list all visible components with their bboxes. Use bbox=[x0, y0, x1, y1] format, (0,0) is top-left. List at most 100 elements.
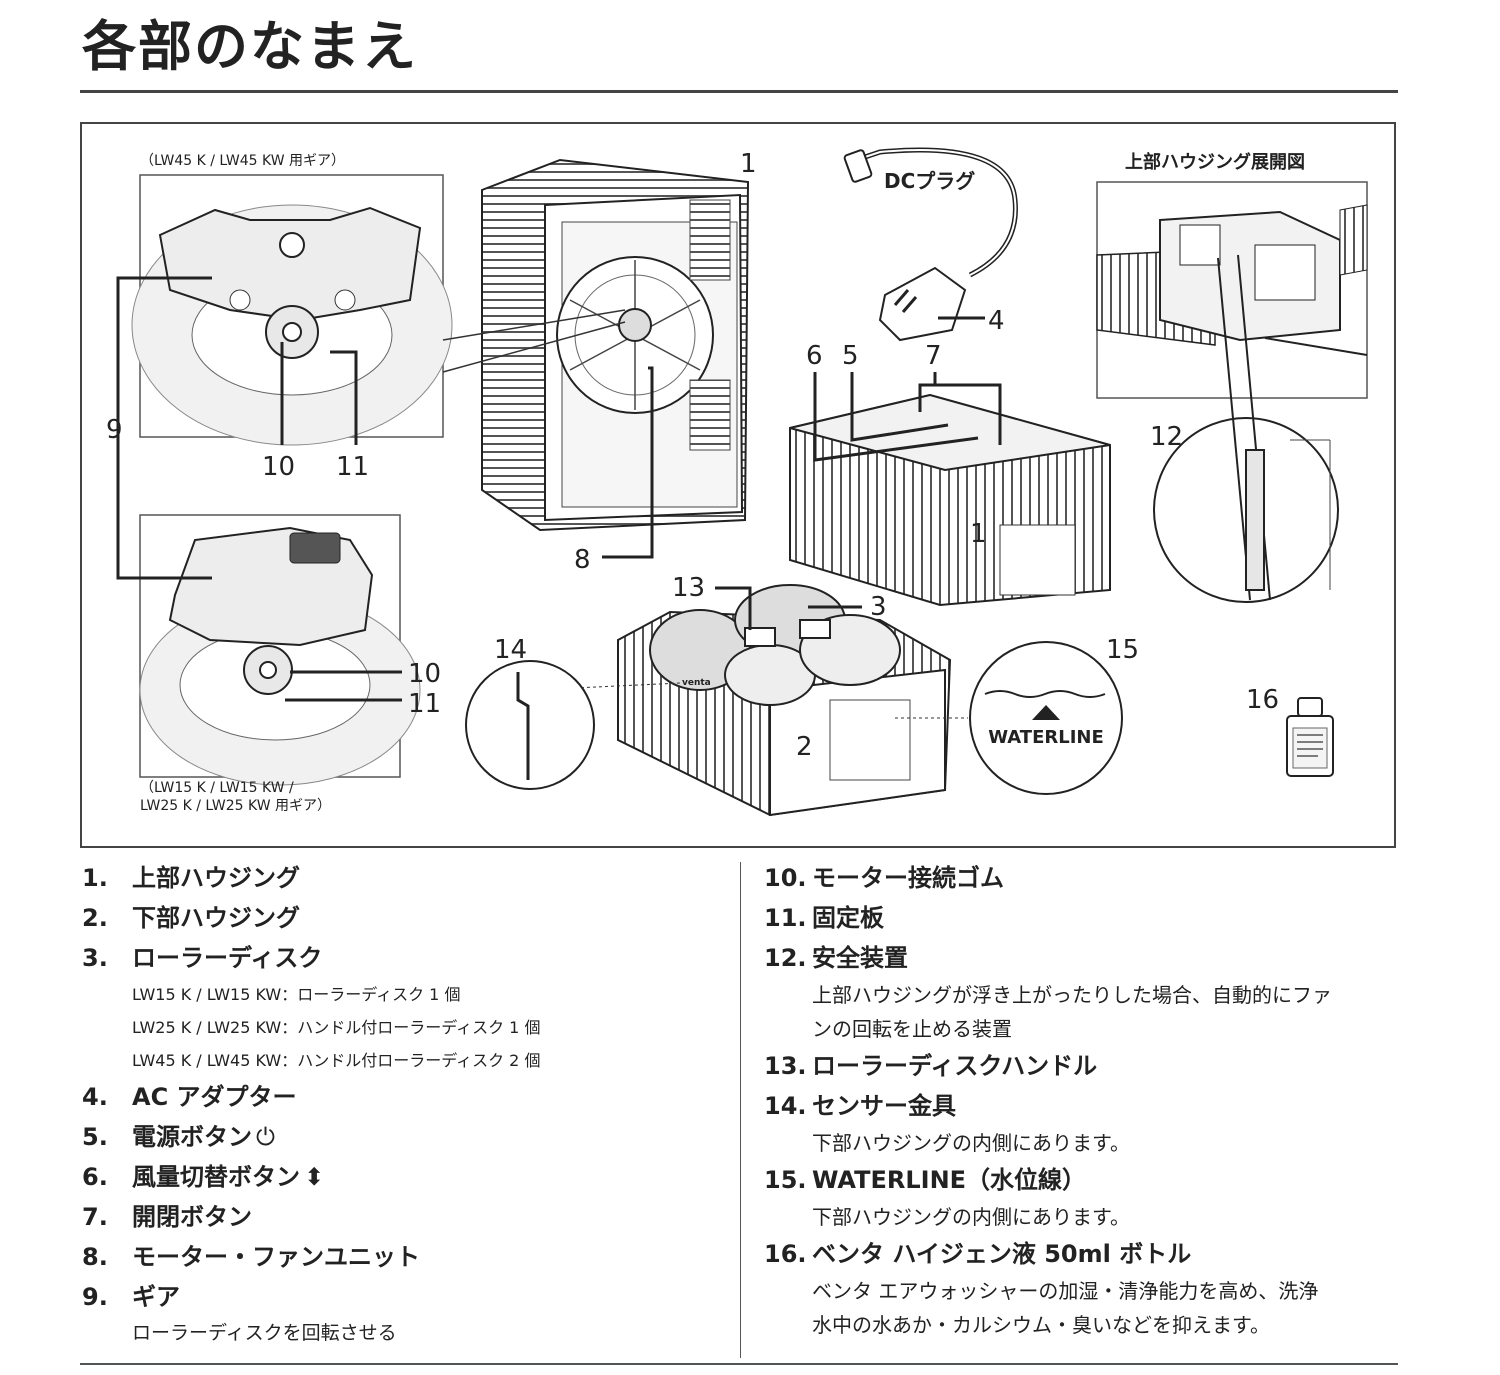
item-number: 9. bbox=[82, 1283, 108, 1311]
title-divider bbox=[80, 90, 1398, 93]
callout-8: 8 bbox=[574, 545, 591, 575]
list-item: 13.ローラーディスクハンドル bbox=[764, 1046, 1404, 1086]
item-name: 風量切替ボタン bbox=[132, 1163, 300, 1191]
item-description: ンの回転を止める装置 bbox=[812, 1017, 1012, 1041]
gear-top-caption: （LW45 K / LW45 KW 用ギア） bbox=[140, 153, 345, 169]
item-number: 2. bbox=[82, 904, 108, 932]
page-title: 各部のなまえ bbox=[82, 15, 418, 78]
parts-diagram: （LW45 K / LW45 KW 用ギア） （LW15 K / LW15 KW… bbox=[106, 147, 1368, 817]
power-icon: ⏻ bbox=[256, 1123, 275, 1151]
item-number: 14. bbox=[764, 1092, 807, 1120]
item-number: 3. bbox=[82, 944, 108, 972]
column-divider bbox=[740, 862, 741, 1358]
item-description: 上部ハウジングが浮き上がったりした場合、自動的にファ bbox=[812, 983, 1332, 1007]
item-number: 11. bbox=[764, 904, 807, 932]
callout-14: 14 bbox=[494, 635, 527, 665]
callout-4: 4 bbox=[988, 306, 1005, 336]
upper-housing-illustration bbox=[442, 158, 750, 532]
item-number: 4. bbox=[82, 1083, 108, 1111]
gear-bottom-caption-line1: （LW15 K / LW15 KW / bbox=[140, 780, 294, 796]
callout-13: 13 bbox=[672, 573, 705, 603]
callout-7: 7 bbox=[925, 341, 942, 371]
callout-12: 12 bbox=[1150, 422, 1183, 452]
upper-housing-top-illustration bbox=[789, 393, 1111, 607]
item-note: LW45 K / LW45 KW：ハンドル付ローラーディスク 2 個 bbox=[132, 1051, 541, 1070]
list-item: 6. 風量切替ボタン⬍ bbox=[82, 1157, 702, 1197]
list-item: 12.安全装置 上部ハウジングが浮き上がったりした場合、自動的にファ ンの回転を… bbox=[764, 938, 1404, 1046]
item-description: ベンタ エアウォッシャーの加湿・清浄能力を高め、洗浄 bbox=[812, 1279, 1319, 1303]
list-item: 7.開閉ボタン bbox=[82, 1197, 702, 1237]
item-description: 下部ハウジングの内側にあります。 bbox=[812, 1205, 1130, 1229]
gear-detail-bottom: （LW15 K / LW15 KW / LW25 K / LW25 KW 用ギア… bbox=[139, 514, 421, 814]
callout-5: 5 bbox=[842, 341, 859, 371]
item-number: 12. bbox=[764, 944, 807, 972]
gear-detail-top: （LW45 K / LW45 KW 用ギア） bbox=[131, 153, 453, 446]
callout-16: 16 bbox=[1246, 685, 1279, 715]
item-name: モーター・ファンユニット bbox=[132, 1243, 420, 1271]
item-name: センサー金具 bbox=[812, 1092, 956, 1120]
waterline-text: WATERLINE bbox=[988, 727, 1104, 748]
lower-housing-illustration: venta bbox=[574, 584, 968, 817]
exploded-view-title: 上部ハウジング展開図 bbox=[1125, 151, 1305, 173]
callout-1-upper: 1 bbox=[740, 149, 757, 179]
item-name: ローラーディスク bbox=[132, 944, 323, 972]
item-number: 6. bbox=[82, 1163, 108, 1191]
list-item: 14.センサー金具 下部ハウジングの内側にあります。 bbox=[764, 1086, 1404, 1160]
callout-3: 3 bbox=[870, 592, 887, 622]
item-name: 上部ハウジング bbox=[132, 864, 300, 892]
item-number: 8. bbox=[82, 1243, 108, 1271]
callout-10-bottom: 10 bbox=[408, 659, 441, 689]
callout-11-top: 11 bbox=[336, 452, 369, 482]
brand-mark: venta bbox=[682, 678, 711, 688]
gear-callouts bbox=[116, 276, 402, 702]
list-item: 9. ギア ローラーディスクを回転させる bbox=[82, 1277, 702, 1350]
list-item: 10.モーター接続ゴム bbox=[764, 858, 1404, 898]
list-item: 1. 上部ハウジング bbox=[82, 858, 702, 898]
item-name: 電源ボタン bbox=[132, 1123, 252, 1151]
parts-list-left: 1. 上部ハウジング 2.下部ハウジング 3. ローラーディスク LW15 K / … bbox=[82, 858, 702, 1350]
list-item: 16.ベンタ ハイジェン液 50ml ボトル ベンタ エアウォッシャーの加湿・清… bbox=[764, 1234, 1404, 1342]
item-note: LW25 K / LW25 KW：ハンドル付ローラーディスク 1 個 bbox=[132, 1018, 541, 1037]
item-number: 13. bbox=[764, 1052, 807, 1080]
item-name: モーター接続ゴム bbox=[812, 864, 1004, 892]
item-name: 安全装置 bbox=[812, 944, 908, 972]
parts-list-right: 10.モーター接続ゴム 11.固定板 12.安全装置 上部ハウジングが浮き上がっ… bbox=[764, 858, 1404, 1342]
list-item: 8. モーター・ファンユニット bbox=[82, 1237, 702, 1277]
callout-15: 15 bbox=[1106, 635, 1139, 665]
sensor-bracket-zoom bbox=[465, 660, 595, 790]
item-number: 1. bbox=[82, 864, 108, 892]
list-item: 11.固定板 bbox=[764, 898, 1404, 938]
item-description: ローラーディスクを回転させる bbox=[132, 1322, 397, 1344]
item-number: 5. bbox=[82, 1123, 108, 1151]
item-note: LW15 K / LW15 KW：ローラーディスク 1 個 bbox=[132, 985, 461, 1004]
item-name: 開閉ボタン bbox=[132, 1203, 252, 1231]
item-number: 15. bbox=[764, 1166, 807, 1194]
waterline-zoom: WATERLINE bbox=[969, 641, 1123, 795]
item-number: 16. bbox=[764, 1240, 807, 1268]
item-name: WATERLINE（水位線） bbox=[812, 1166, 1087, 1194]
list-item: 15.WATERLINE（水位線） 下部ハウジングの内側にあります。 bbox=[764, 1160, 1404, 1234]
item-name: ベンタ ハイジェン液 50ml ボトル bbox=[812, 1240, 1192, 1268]
item-description: 下部ハウジングの内側にあります。 bbox=[812, 1131, 1130, 1155]
ac-adapter-illustration bbox=[843, 147, 1018, 342]
up-down-arrows-icon: ⬍ bbox=[304, 1163, 325, 1191]
button-callouts bbox=[813, 372, 1002, 462]
hygiene-bottle-illustration bbox=[1286, 697, 1334, 777]
callout-10-top: 10 bbox=[262, 452, 295, 482]
dc-plug-label: DCプラグ bbox=[884, 169, 975, 193]
callout-9: 9 bbox=[106, 415, 123, 445]
item-name: 固定板 bbox=[812, 904, 884, 932]
callout-11-bottom: 11 bbox=[408, 689, 441, 719]
item-number: 10. bbox=[764, 864, 807, 892]
item-name: AC アダプター bbox=[132, 1083, 297, 1111]
callout-2: 2 bbox=[796, 732, 813, 762]
item-description: 水中の水あか・カルシウム・臭いなどを抑えます。 bbox=[812, 1313, 1270, 1337]
list-item: 4. AC アダプター bbox=[82, 1077, 702, 1117]
item-name: ギア bbox=[132, 1283, 180, 1311]
exploded-view: 上部ハウジング展開図 bbox=[1096, 151, 1368, 603]
item-name: ローラーディスクハンドル bbox=[812, 1052, 1098, 1080]
list-item: 5. 電源ボタン⏻ bbox=[82, 1117, 702, 1157]
diagram-frame bbox=[80, 122, 1396, 848]
gear-bottom-caption-line2: LW25 K / LW25 KW 用ギア） bbox=[140, 798, 331, 814]
list-item: 2.下部ハウジング bbox=[82, 898, 702, 938]
